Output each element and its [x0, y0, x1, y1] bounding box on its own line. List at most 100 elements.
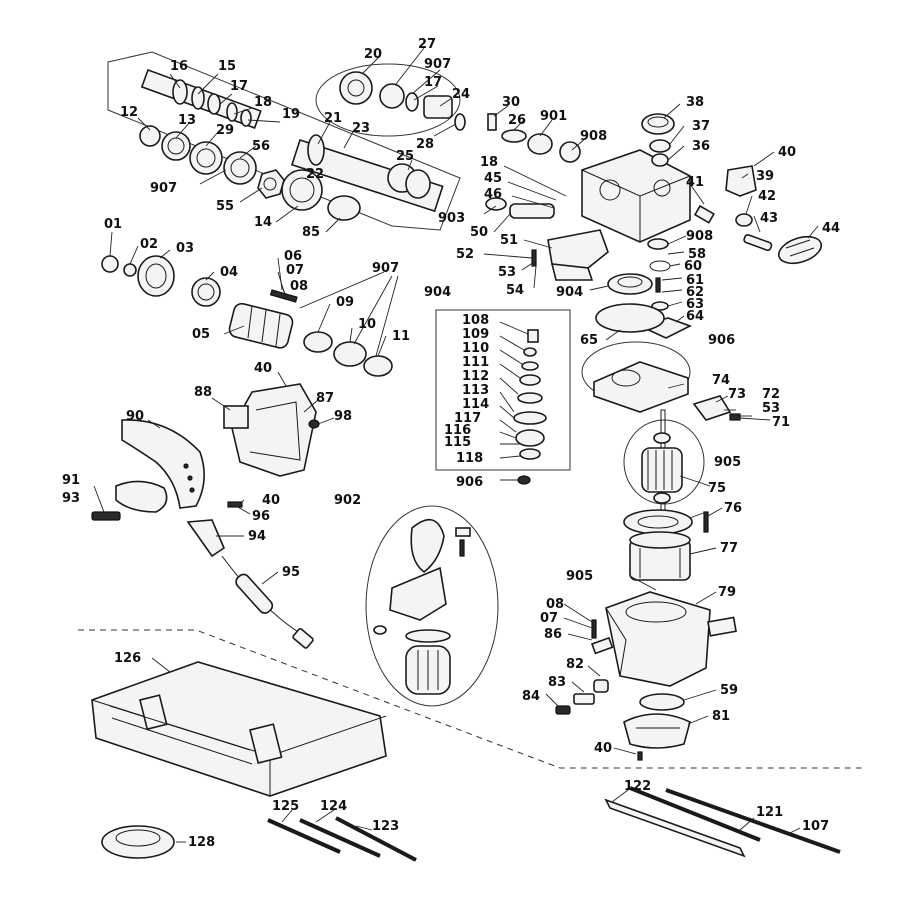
label-43: 43: [760, 211, 778, 226]
ring-10: [333, 341, 367, 367]
label-113: 113: [462, 383, 489, 398]
label-83: 83: [548, 675, 566, 690]
label-72: 72: [762, 387, 780, 402]
label-53-b: 53: [762, 401, 780, 416]
label-907-c: 907: [372, 261, 399, 276]
armature-905: [641, 409, 683, 521]
seal-37: [649, 139, 671, 153]
label-50: 50: [470, 225, 488, 240]
label-908-b: 908: [686, 229, 713, 244]
label-75: 75: [708, 481, 726, 496]
label-902: 902: [334, 493, 361, 508]
screw-76: [703, 511, 709, 533]
baffle-75: [623, 509, 693, 535]
label-125: 125: [272, 799, 299, 814]
label-36: 36: [692, 139, 710, 154]
label-65: 65: [580, 333, 598, 348]
switch-44: [777, 235, 823, 265]
label-24: 24: [452, 87, 470, 102]
part-number-labels: 16 15 17 18 19 12 13 29 56 907 55 14 22 …: [62, 37, 840, 850]
label-40-c: 40: [594, 741, 612, 756]
gear-plate-904: [607, 273, 653, 295]
label-123: 123: [372, 819, 399, 834]
label-16: 16: [170, 59, 188, 74]
label-38: 38: [686, 95, 704, 110]
label-904-b: 904: [556, 285, 583, 300]
label-12: 12: [120, 105, 138, 120]
case-divider-line: [78, 629, 862, 769]
label-09: 09: [336, 295, 354, 310]
selector-parts: [485, 197, 555, 267]
label-46: 46: [484, 187, 502, 202]
label-22: 22: [306, 167, 324, 182]
handle-housing-87: [223, 383, 320, 477]
washer-42: [735, 213, 753, 227]
label-29: 29: [216, 123, 234, 138]
label-01: 01: [104, 217, 122, 232]
label-41: 41: [686, 175, 704, 190]
label-26: 26: [508, 113, 526, 128]
middle-flange-906: [593, 361, 689, 413]
label-30: 30: [502, 95, 520, 110]
label-116: 116: [444, 423, 471, 438]
label-76: 76: [724, 501, 742, 516]
label-118: 118: [456, 451, 483, 466]
label-27: 27: [418, 37, 436, 52]
small-parts-82-86: [555, 619, 614, 715]
label-53: 53: [498, 265, 516, 280]
label-95: 95: [282, 565, 300, 580]
label-111: 111: [462, 355, 489, 370]
label-11: 11: [392, 329, 410, 344]
label-109: 109: [462, 327, 489, 342]
label-115: 115: [444, 435, 471, 450]
label-17-b: 17: [424, 75, 442, 90]
label-06: 06: [284, 249, 302, 264]
label-128: 128: [188, 835, 215, 850]
label-85: 85: [302, 225, 320, 240]
label-108: 108: [462, 313, 489, 328]
power-cord-95: [221, 555, 314, 649]
label-906-b: 906: [456, 475, 483, 490]
o-ring-85: [327, 195, 361, 221]
shaft-assembly-top: [140, 68, 262, 129]
label-40-d: 40: [262, 493, 280, 508]
label-74: 74: [712, 373, 730, 388]
label-94: 94: [248, 529, 266, 544]
label-39: 39: [756, 169, 774, 184]
label-02: 02: [140, 237, 158, 252]
label-61: 61: [686, 273, 704, 288]
label-81: 81: [712, 709, 730, 724]
screw-43: [743, 234, 773, 252]
spindle-21: [290, 134, 444, 213]
ring-09: [303, 331, 333, 353]
label-79: 79: [718, 585, 736, 600]
label-18-b: 18: [480, 155, 498, 170]
label-08-b: 08: [546, 597, 564, 612]
motor-housing-79: [605, 591, 737, 687]
label-19: 19: [282, 107, 300, 122]
label-51: 51: [500, 233, 518, 248]
label-17: 17: [230, 79, 248, 94]
clutch-parts: [339, 71, 466, 131]
label-28: 28: [416, 137, 434, 152]
label-07: 07: [286, 263, 304, 278]
label-126: 126: [114, 651, 141, 666]
lever-51: [547, 229, 609, 281]
label-42: 42: [758, 189, 776, 204]
screw-96: [227, 501, 243, 508]
label-114: 114: [462, 397, 489, 412]
label-14: 14: [254, 215, 272, 230]
handle-grip-90: [115, 419, 205, 513]
label-121: 121: [756, 805, 783, 820]
spring-41: [693, 204, 715, 224]
gear-55: [257, 169, 285, 199]
label-98: 98: [334, 409, 352, 424]
brush-cap-59: [639, 693, 685, 711]
carry-case-126: [91, 661, 387, 797]
pin-06-08: [269, 289, 298, 303]
cylinder-05: [228, 302, 294, 349]
label-15: 15: [218, 59, 236, 74]
label-87: 87: [316, 391, 334, 406]
label-13: 13: [178, 113, 196, 128]
bearings-row: [139, 125, 257, 185]
